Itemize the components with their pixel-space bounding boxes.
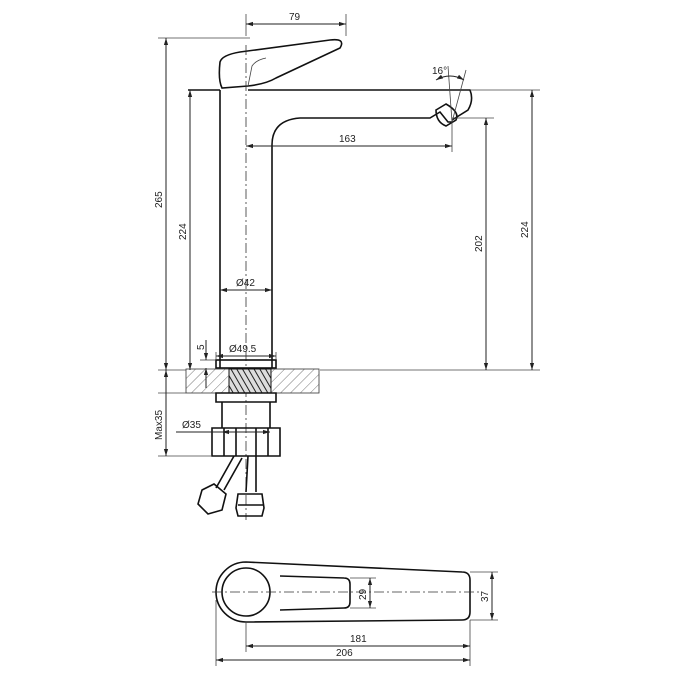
- hose-nut-right: [235, 493, 265, 517]
- supply-hose-right: [245, 455, 257, 493]
- dim-handle-width: 79: [289, 12, 301, 23]
- top-view-dimension-lines: [215, 571, 498, 666]
- dimension-labels: 79 16° 163 265 224 202 224 Ø42 Ø49.5 5 M…: [154, 12, 531, 440]
- lever-handle-inner: [247, 57, 267, 87]
- dim-angle: 16°: [432, 66, 447, 77]
- dim-outlet-height: 202: [474, 235, 485, 252]
- supply-hose-left: [215, 455, 243, 491]
- dimension-lines: [158, 14, 540, 457]
- base-collar: [215, 359, 277, 369]
- dim-body-height-left: 224: [178, 223, 189, 240]
- hose-nut-left: [197, 483, 227, 515]
- top-view-lever: [279, 575, 351, 611]
- dim-top-length-outer: 206: [336, 648, 353, 659]
- mounting-thread: [228, 368, 272, 394]
- faucet-body-outline: [219, 90, 452, 368]
- lever-handle: [218, 38, 343, 89]
- faucet-elevation-view: [185, 38, 473, 520]
- dim-base-offset: 5: [196, 344, 207, 350]
- spout-top-outline: [188, 89, 473, 121]
- dim-total-height: 265: [154, 191, 165, 208]
- faucet-top-view: [212, 561, 480, 623]
- top-view-dimension-labels: 29 37 181 206: [336, 588, 491, 659]
- dim-body-diameter: Ø42: [236, 278, 255, 289]
- shank: [215, 392, 277, 428]
- dim-spout-reach: 163: [339, 134, 356, 145]
- dim-shank-diameter: Ø35: [182, 420, 201, 431]
- dim-top-length-inner: 181: [350, 634, 367, 645]
- dim-max-counter: Max35: [154, 410, 165, 440]
- fixing-nut: [211, 427, 281, 457]
- dim-top-inner-width: 29: [358, 588, 369, 600]
- dim-body-height-right: 224: [520, 221, 531, 238]
- dim-top-outer-width: 37: [480, 590, 491, 602]
- dim-base-diameter: Ø49.5: [229, 344, 257, 355]
